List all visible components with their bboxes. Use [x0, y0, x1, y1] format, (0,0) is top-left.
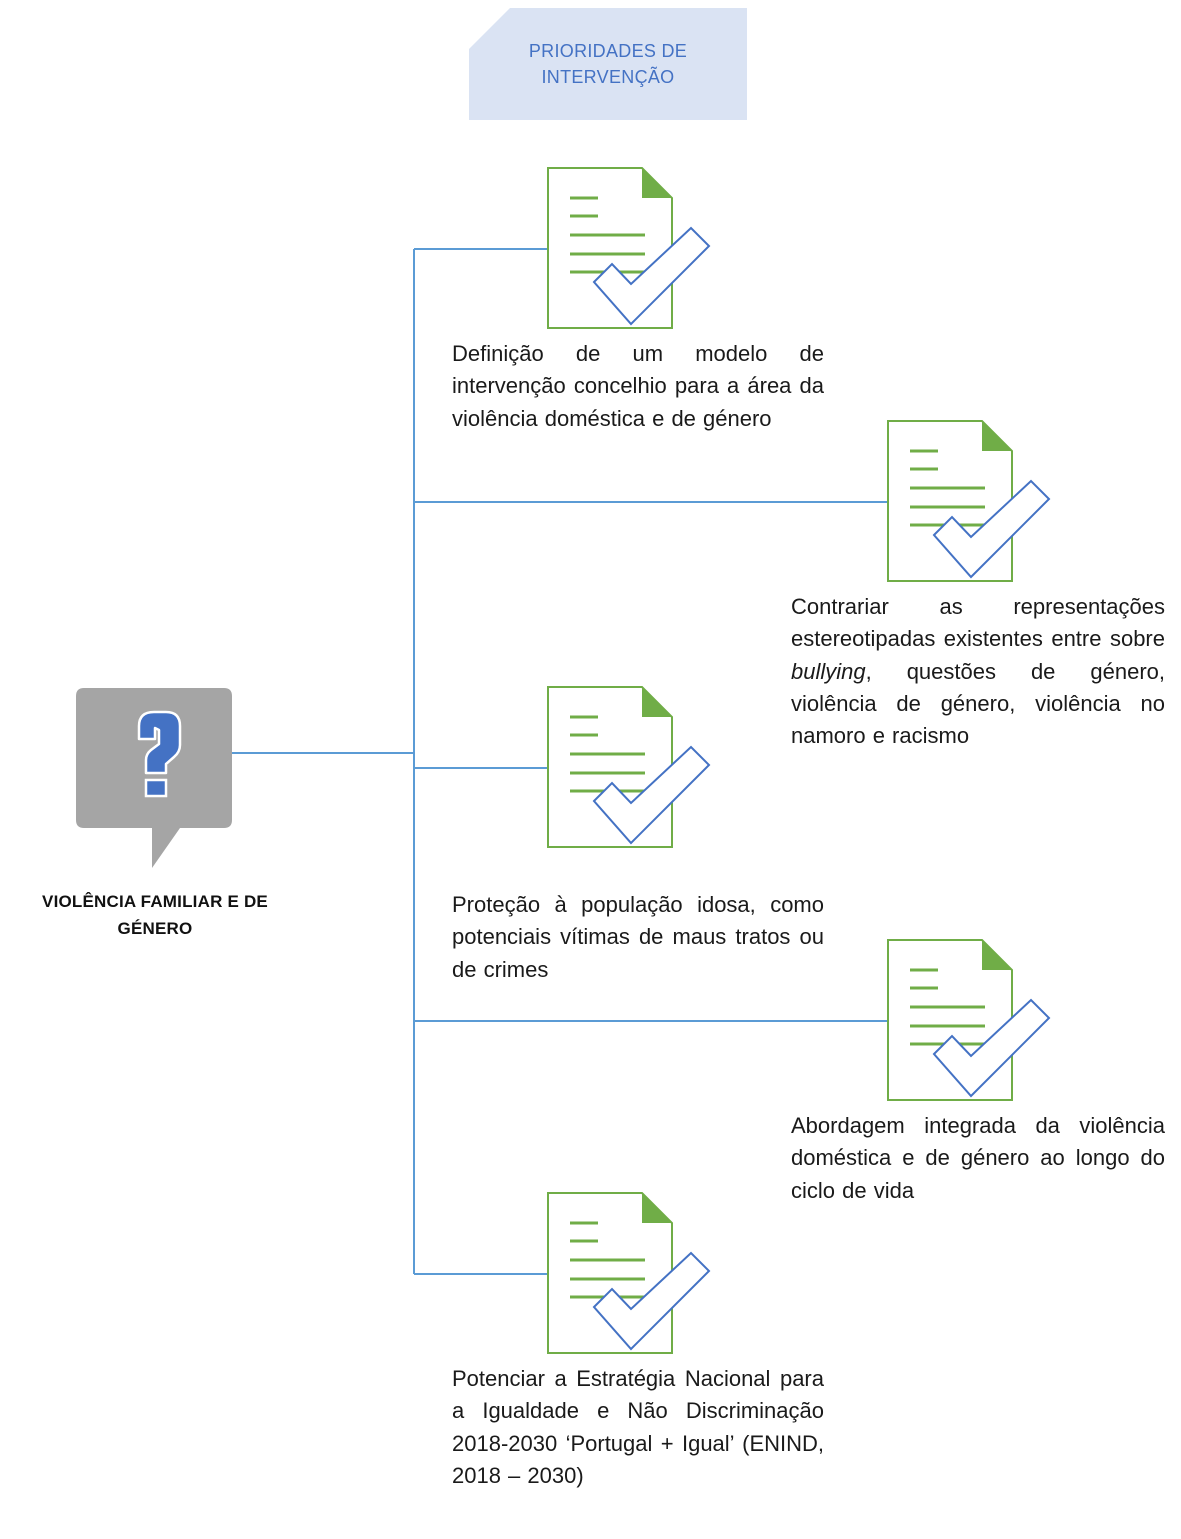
priority-text-1: Definição de um modelo de intervenção co… — [452, 341, 824, 431]
header-line-2: INTERVENÇÃO — [541, 67, 675, 87]
priority-text-2-part-1: Contrariar as representações estereotipa… — [791, 594, 1165, 652]
priority-text-2-part-2: , questões de género, violência de géner… — [791, 658, 1165, 749]
priority-text-2-emphasis: bullying — [791, 658, 866, 684]
document-check-icon — [886, 419, 1051, 583]
question-mark-speech-bubble-icon — [76, 688, 232, 868]
topic-label-line-1: VIOLÊNCIA FAMILIAR E DE — [42, 892, 268, 911]
header-tag-shape — [469, 8, 747, 120]
priority-text-2: Contrariar as representações estereotipa… — [791, 591, 1165, 753]
topic-label: VIOLÊNCIA FAMILIAR E DE GÉNERO — [5, 888, 305, 942]
topic-label-line-2: GÉNERO — [117, 919, 193, 939]
connector-lines — [232, 244, 897, 1279]
priority-text-3: Proteção à população idosa, como potenci… — [452, 892, 824, 982]
document-check-icon — [886, 938, 1051, 1102]
document-check-icon — [546, 1191, 711, 1355]
document-check-icon — [546, 166, 711, 330]
document-check-icon — [546, 685, 711, 849]
header-tag: PRIORIDADES DE INTERVENÇÃO — [469, 8, 747, 120]
priority-text-4: Abordagem integrada da violência domésti… — [791, 1113, 1165, 1203]
priority-text-5: Potenciar a Estratégia Nacional para a I… — [452, 1366, 824, 1488]
header-line-1: PRIORIDADES DE — [528, 40, 688, 61]
